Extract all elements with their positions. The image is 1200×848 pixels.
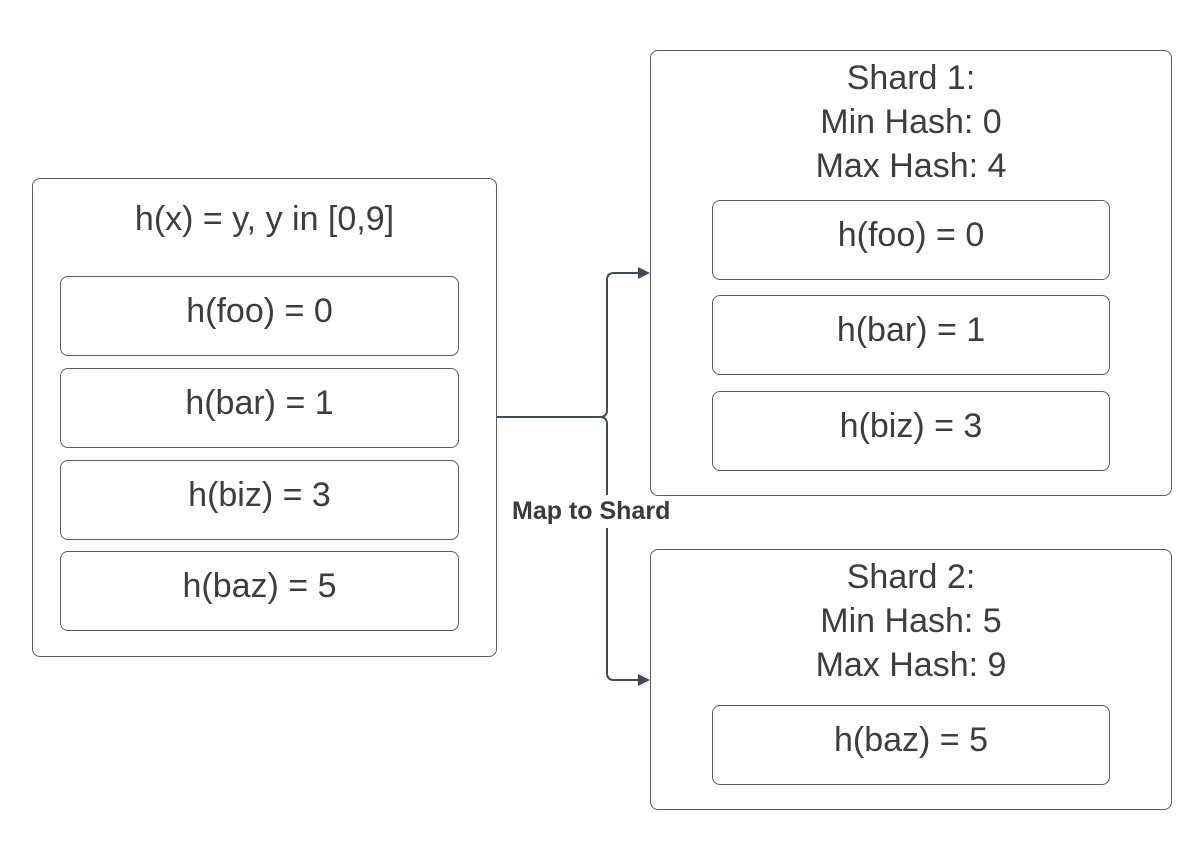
shard-1-max-hash: Max Hash: 4 (815, 147, 1007, 185)
shard-1-item-biz: h(biz) = 3 (712, 391, 1110, 471)
connector-to-shard-1 (599, 267, 650, 418)
hash-function-title: h(x) = y, y in [0,9] (134, 200, 395, 238)
hash-item-foo: h(foo) = 0 (60, 276, 459, 356)
shard-2-name: Shard 2: (846, 558, 976, 596)
shard-1-name: Shard 1: (846, 59, 976, 97)
hash-item-bar: h(bar) = 1 (60, 368, 459, 448)
connector-to-shard-2 (599, 416, 650, 686)
shard-1-item-foo: h(foo) = 0 (712, 200, 1110, 280)
hash-item-biz: h(biz) = 3 (60, 460, 459, 540)
connector-label: Map to Shard (512, 495, 671, 528)
shard-1-item-bar: h(bar) = 1 (712, 295, 1110, 375)
shard-2-min-hash: Min Hash: 5 (820, 602, 1002, 640)
hash-item-baz: h(baz) = 5 (60, 551, 459, 631)
shard-2-item-baz: h(baz) = 5 (712, 705, 1110, 785)
shard-2-max-hash: Max Hash: 9 (815, 646, 1007, 684)
shard-1-min-hash: Min Hash: 0 (820, 103, 1002, 141)
